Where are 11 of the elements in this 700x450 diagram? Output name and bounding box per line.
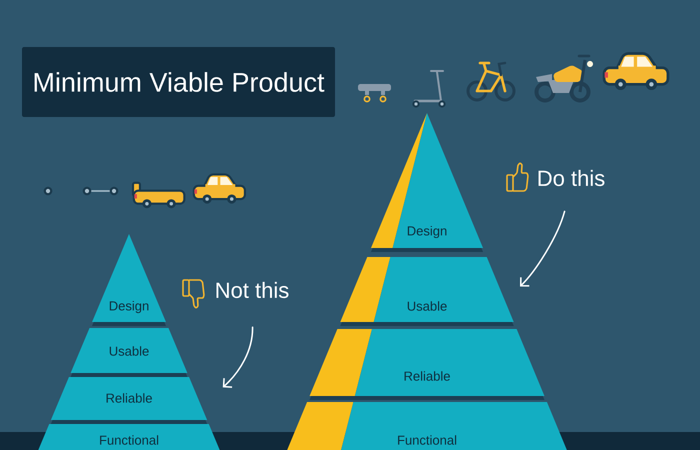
curved-arrow [520, 210, 566, 287]
pyramid-layer: Reliable [50, 377, 208, 424]
title-box: Minimum Viable Product [22, 47, 335, 117]
pyramid-layer: Design [370, 113, 484, 252]
pyramid-layer: Reliable [310, 329, 544, 400]
curved-arrow [222, 326, 254, 388]
callout-text: Do this [538, 170, 604, 186]
pyramid-layer: Usable [70, 328, 188, 377]
callout-text: Not this [216, 282, 288, 298]
pyramid-layer: Design [92, 234, 166, 326]
pyramid-layer: Usable [340, 257, 514, 326]
